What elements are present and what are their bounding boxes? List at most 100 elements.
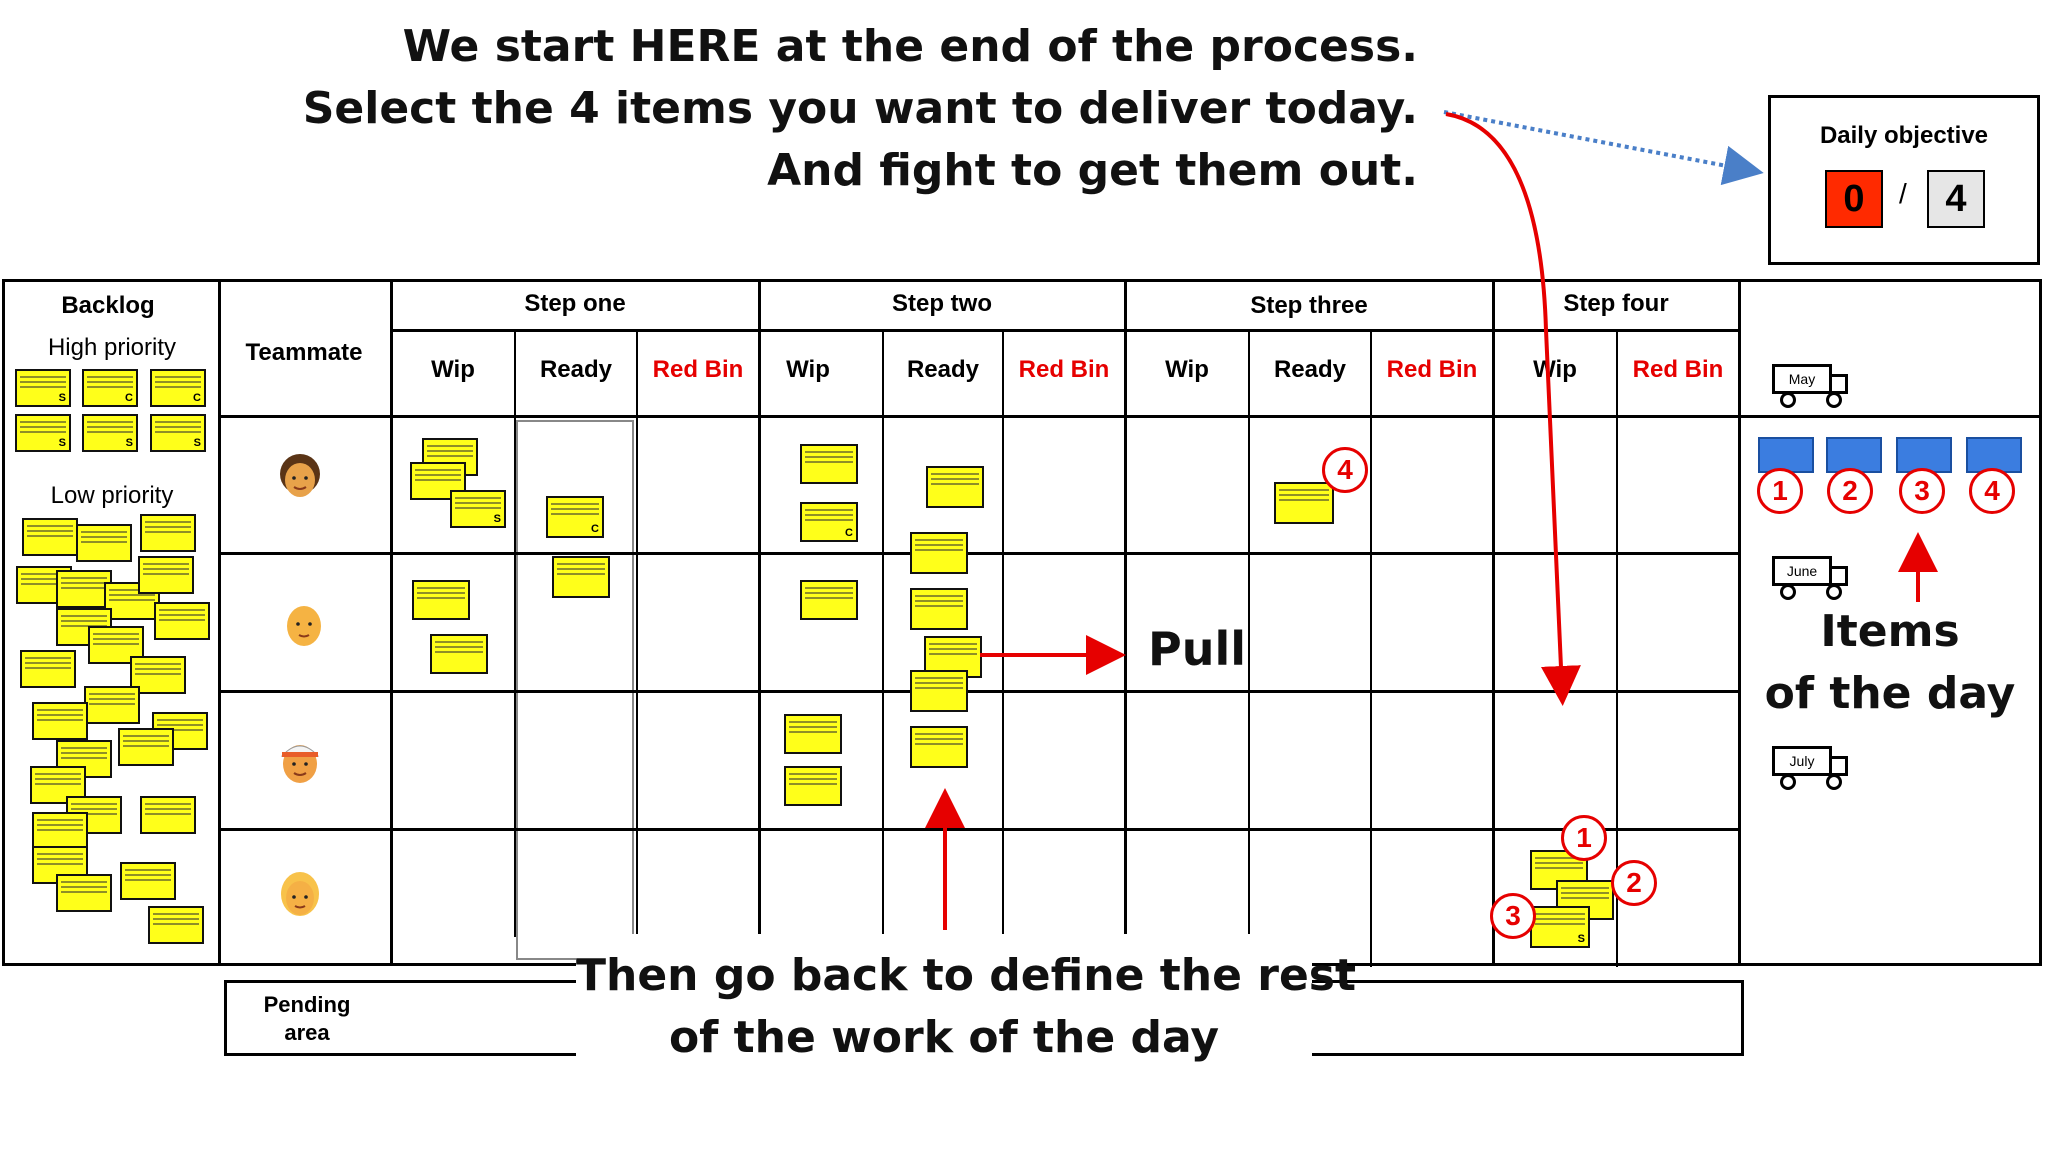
divider-step-one	[758, 279, 761, 937]
work-card[interactable]	[552, 556, 610, 598]
step-three-red-bin: Red Bin	[1386, 356, 1478, 383]
backlog-low-card[interactable]	[20, 650, 76, 688]
backlog-low-card[interactable]	[84, 686, 140, 724]
backlog-low-card[interactable]	[32, 702, 88, 740]
backlog-high-card[interactable]: S	[15, 369, 71, 407]
teammate-avatar-1	[280, 454, 320, 497]
truck-cab	[1832, 756, 1848, 776]
bottom-caption-line-1: Then go back to define the rest	[576, 950, 1357, 1001]
item-of-day-2[interactable]	[1826, 437, 1882, 473]
step-two-header: Step two	[892, 290, 992, 317]
subdivider-2	[636, 330, 638, 937]
teammate-header: Teammate	[245, 339, 363, 366]
divider-backlog	[218, 279, 221, 966]
card-tag: S	[58, 437, 66, 449]
marker-step-four-2: 2	[1611, 860, 1657, 906]
row-line-1	[218, 552, 1738, 555]
instruction-line-1: We start HERE at the end of the process.	[402, 21, 1418, 72]
work-card[interactable]	[800, 444, 858, 484]
step-one-red-bin: Red Bin	[652, 356, 744, 383]
work-card[interactable]	[784, 714, 842, 754]
work-card[interactable]	[910, 588, 968, 630]
backlog-low-card[interactable]	[32, 812, 88, 850]
truck-wheel	[1780, 774, 1796, 790]
work-card[interactable]	[784, 766, 842, 806]
delivery-number-1: 1	[1757, 468, 1803, 514]
work-card[interactable]	[910, 726, 968, 768]
backlog-low-card[interactable]	[120, 862, 176, 900]
truck-wheel	[1826, 584, 1842, 600]
backlog-low-card[interactable]	[140, 796, 196, 834]
truck-cab	[1832, 374, 1848, 394]
backlog-low-card[interactable]	[140, 514, 196, 552]
card-tag: S	[493, 513, 501, 525]
backlog-low-card[interactable]	[154, 602, 210, 640]
arrow-to-step-four	[1445, 112, 1581, 706]
work-card[interactable]	[1274, 482, 1334, 524]
work-card[interactable]	[430, 634, 488, 674]
work-card[interactable]	[800, 580, 858, 620]
work-card[interactable]: C	[546, 496, 604, 538]
step-four-red-bin: Red Bin	[1632, 356, 1724, 383]
work-card[interactable]	[910, 532, 968, 574]
backlog-high-card[interactable]: S	[82, 414, 138, 452]
work-card[interactable]	[910, 670, 968, 712]
backlog-low-card[interactable]	[76, 524, 132, 562]
step-four-wip: Wip	[1533, 356, 1577, 383]
pending-label-1: Pending	[263, 992, 351, 1017]
truck-june-label: June	[1772, 556, 1832, 586]
daily-objective-separator: /	[1899, 178, 1907, 209]
divider-step-two	[1124, 279, 1127, 937]
card-tag: S	[125, 437, 133, 449]
arrow-to-objective	[1443, 110, 1764, 186]
bottom-caption-line-2: of the work of the day	[668, 1012, 1220, 1063]
daily-objective-box: Daily objective 0 / 4	[1768, 95, 2040, 265]
work-card[interactable]: S	[1530, 906, 1590, 948]
header-bottom-step-row	[390, 329, 1740, 332]
backlog-low-card[interactable]	[118, 728, 174, 766]
step-two-ready: Ready	[906, 356, 980, 383]
truck-cab	[1832, 566, 1848, 586]
backlog-low-card[interactable]	[56, 570, 112, 608]
backlog-low-card[interactable]	[148, 906, 204, 944]
subdivider-7	[1616, 330, 1618, 967]
pending-label-2: area	[284, 1020, 330, 1045]
card-tag: S	[1577, 933, 1585, 945]
teammate-avatar-4	[281, 872, 319, 916]
step-two-wip: Wip	[786, 356, 830, 383]
backlog-high-card[interactable]: S	[15, 414, 71, 452]
card-tag: C	[125, 392, 133, 404]
truck-wheel	[1826, 392, 1842, 408]
marker-step-four-1: 1	[1561, 815, 1607, 861]
work-card[interactable]	[926, 466, 984, 508]
work-card[interactable]: C	[800, 502, 858, 542]
daily-objective-target: 4	[1927, 170, 1985, 228]
divider-step-three	[1492, 279, 1495, 966]
backlog-low-card[interactable]	[138, 556, 194, 594]
backlog-low-card[interactable]	[22, 518, 78, 556]
work-card[interactable]	[410, 462, 466, 500]
work-card[interactable]	[412, 580, 470, 620]
daily-objective-done: 0	[1825, 170, 1883, 228]
backlog-low-card[interactable]	[56, 874, 112, 912]
delivery-number-3: 3	[1899, 468, 1945, 514]
instruction-line-2: Select the 4 items you want to deliver t…	[302, 83, 1418, 134]
subdivider-6	[1370, 330, 1372, 967]
pull-label: Pull	[1148, 622, 1246, 676]
card-tag: C	[193, 392, 201, 404]
backlog-high-card[interactable]: C	[150, 369, 206, 407]
step-four-header: Step four	[1563, 290, 1669, 317]
daily-objective-title: Daily objective	[1819, 122, 1989, 149]
truck-july-label: July	[1772, 746, 1832, 776]
delivery-number-4: 4	[1969, 468, 2015, 514]
backlog-high-card[interactable]: C	[82, 369, 138, 407]
backlog-high-card[interactable]: S	[150, 414, 206, 452]
subdivider-3	[882, 330, 884, 937]
card-tag: S	[193, 437, 201, 449]
items-of-day-line-1: Items	[1820, 606, 1960, 657]
item-of-day-3[interactable]	[1896, 437, 1952, 473]
step-three-wip: Wip	[1165, 356, 1209, 383]
bottom-caption-bg	[576, 934, 1312, 1084]
work-card[interactable]: S	[450, 490, 506, 528]
